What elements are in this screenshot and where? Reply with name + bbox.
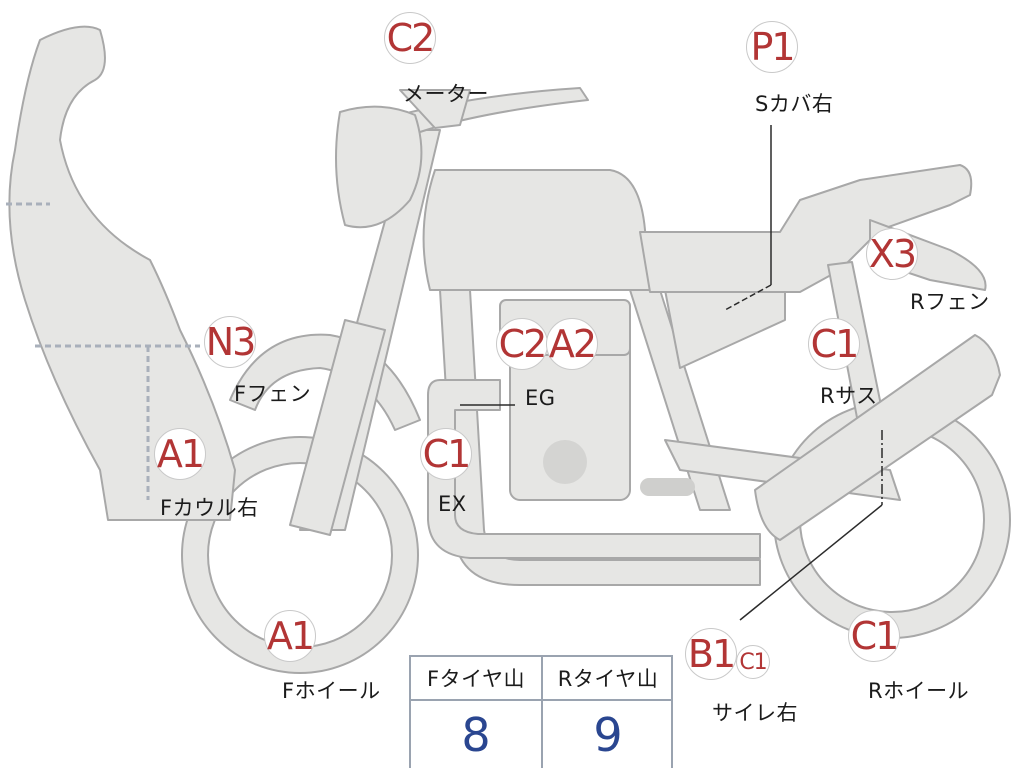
silencer-leader-diag: [739, 504, 883, 621]
front-cowl-right-label: Fカウル右: [160, 496, 259, 520]
front-cowl-right-code-badge: A1: [154, 428, 206, 480]
headlight: [335, 105, 423, 229]
rear-fender-label: Rフェン: [910, 290, 990, 314]
rear-wheel-code-badge: C1: [848, 610, 900, 662]
tire-tread-table: Fタイヤ山 Rタイヤ山 8 9: [409, 655, 673, 768]
engine-label: EG: [525, 386, 556, 410]
s-cover-right-code-badge: P1: [746, 21, 798, 73]
silencer-right-code-badge-1: B1: [685, 628, 737, 680]
exhaust-code-badge: C1: [420, 428, 472, 480]
table-column-divider: [541, 657, 543, 768]
engine-cover: [543, 440, 587, 484]
front-fender-code-badge: N3: [204, 316, 256, 368]
engine-code-badge-2: A2: [546, 318, 598, 370]
engine-code-badge-1: C2: [496, 318, 548, 370]
silencer-right-label: サイレ右: [712, 701, 798, 725]
side-cover: [664, 289, 786, 369]
front-fender-label: Fフェン: [234, 382, 312, 406]
exhaust-label: EX: [438, 492, 467, 516]
rear-tire-header: Rタイヤ山: [557, 667, 659, 691]
s-cover-right-label: Sカバ右: [755, 92, 834, 116]
meter-label: メーター: [403, 82, 489, 106]
front-wheel-outline-outer: [181, 436, 419, 674]
rear-suspension-label: Rサス: [820, 384, 878, 408]
silencer: [754, 334, 1001, 541]
front-wheel-code-badge: A1: [264, 610, 316, 662]
rear-wheel-label: Rホイール: [868, 679, 970, 703]
front-tire-header: Fタイヤ山: [427, 667, 525, 691]
silencer-right-code-badge-2: C1: [736, 645, 770, 679]
front-tire-value: 8: [461, 707, 491, 762]
rear-suspension-code-badge: C1: [808, 318, 860, 370]
rear-tire-value: 9: [593, 707, 623, 762]
front-cowl: [8, 25, 236, 521]
front-wheel-label: Fホイール: [282, 679, 381, 703]
meter-shape: [399, 89, 471, 129]
exhaust-pipe: [427, 379, 761, 559]
fuel-tank: [422, 169, 651, 291]
rear-fender-code-badge: X3: [866, 228, 918, 280]
footpeg: [640, 478, 695, 496]
fork-slider: [289, 319, 386, 536]
seat: [639, 164, 973, 293]
meter-code-badge: C2: [384, 12, 436, 64]
